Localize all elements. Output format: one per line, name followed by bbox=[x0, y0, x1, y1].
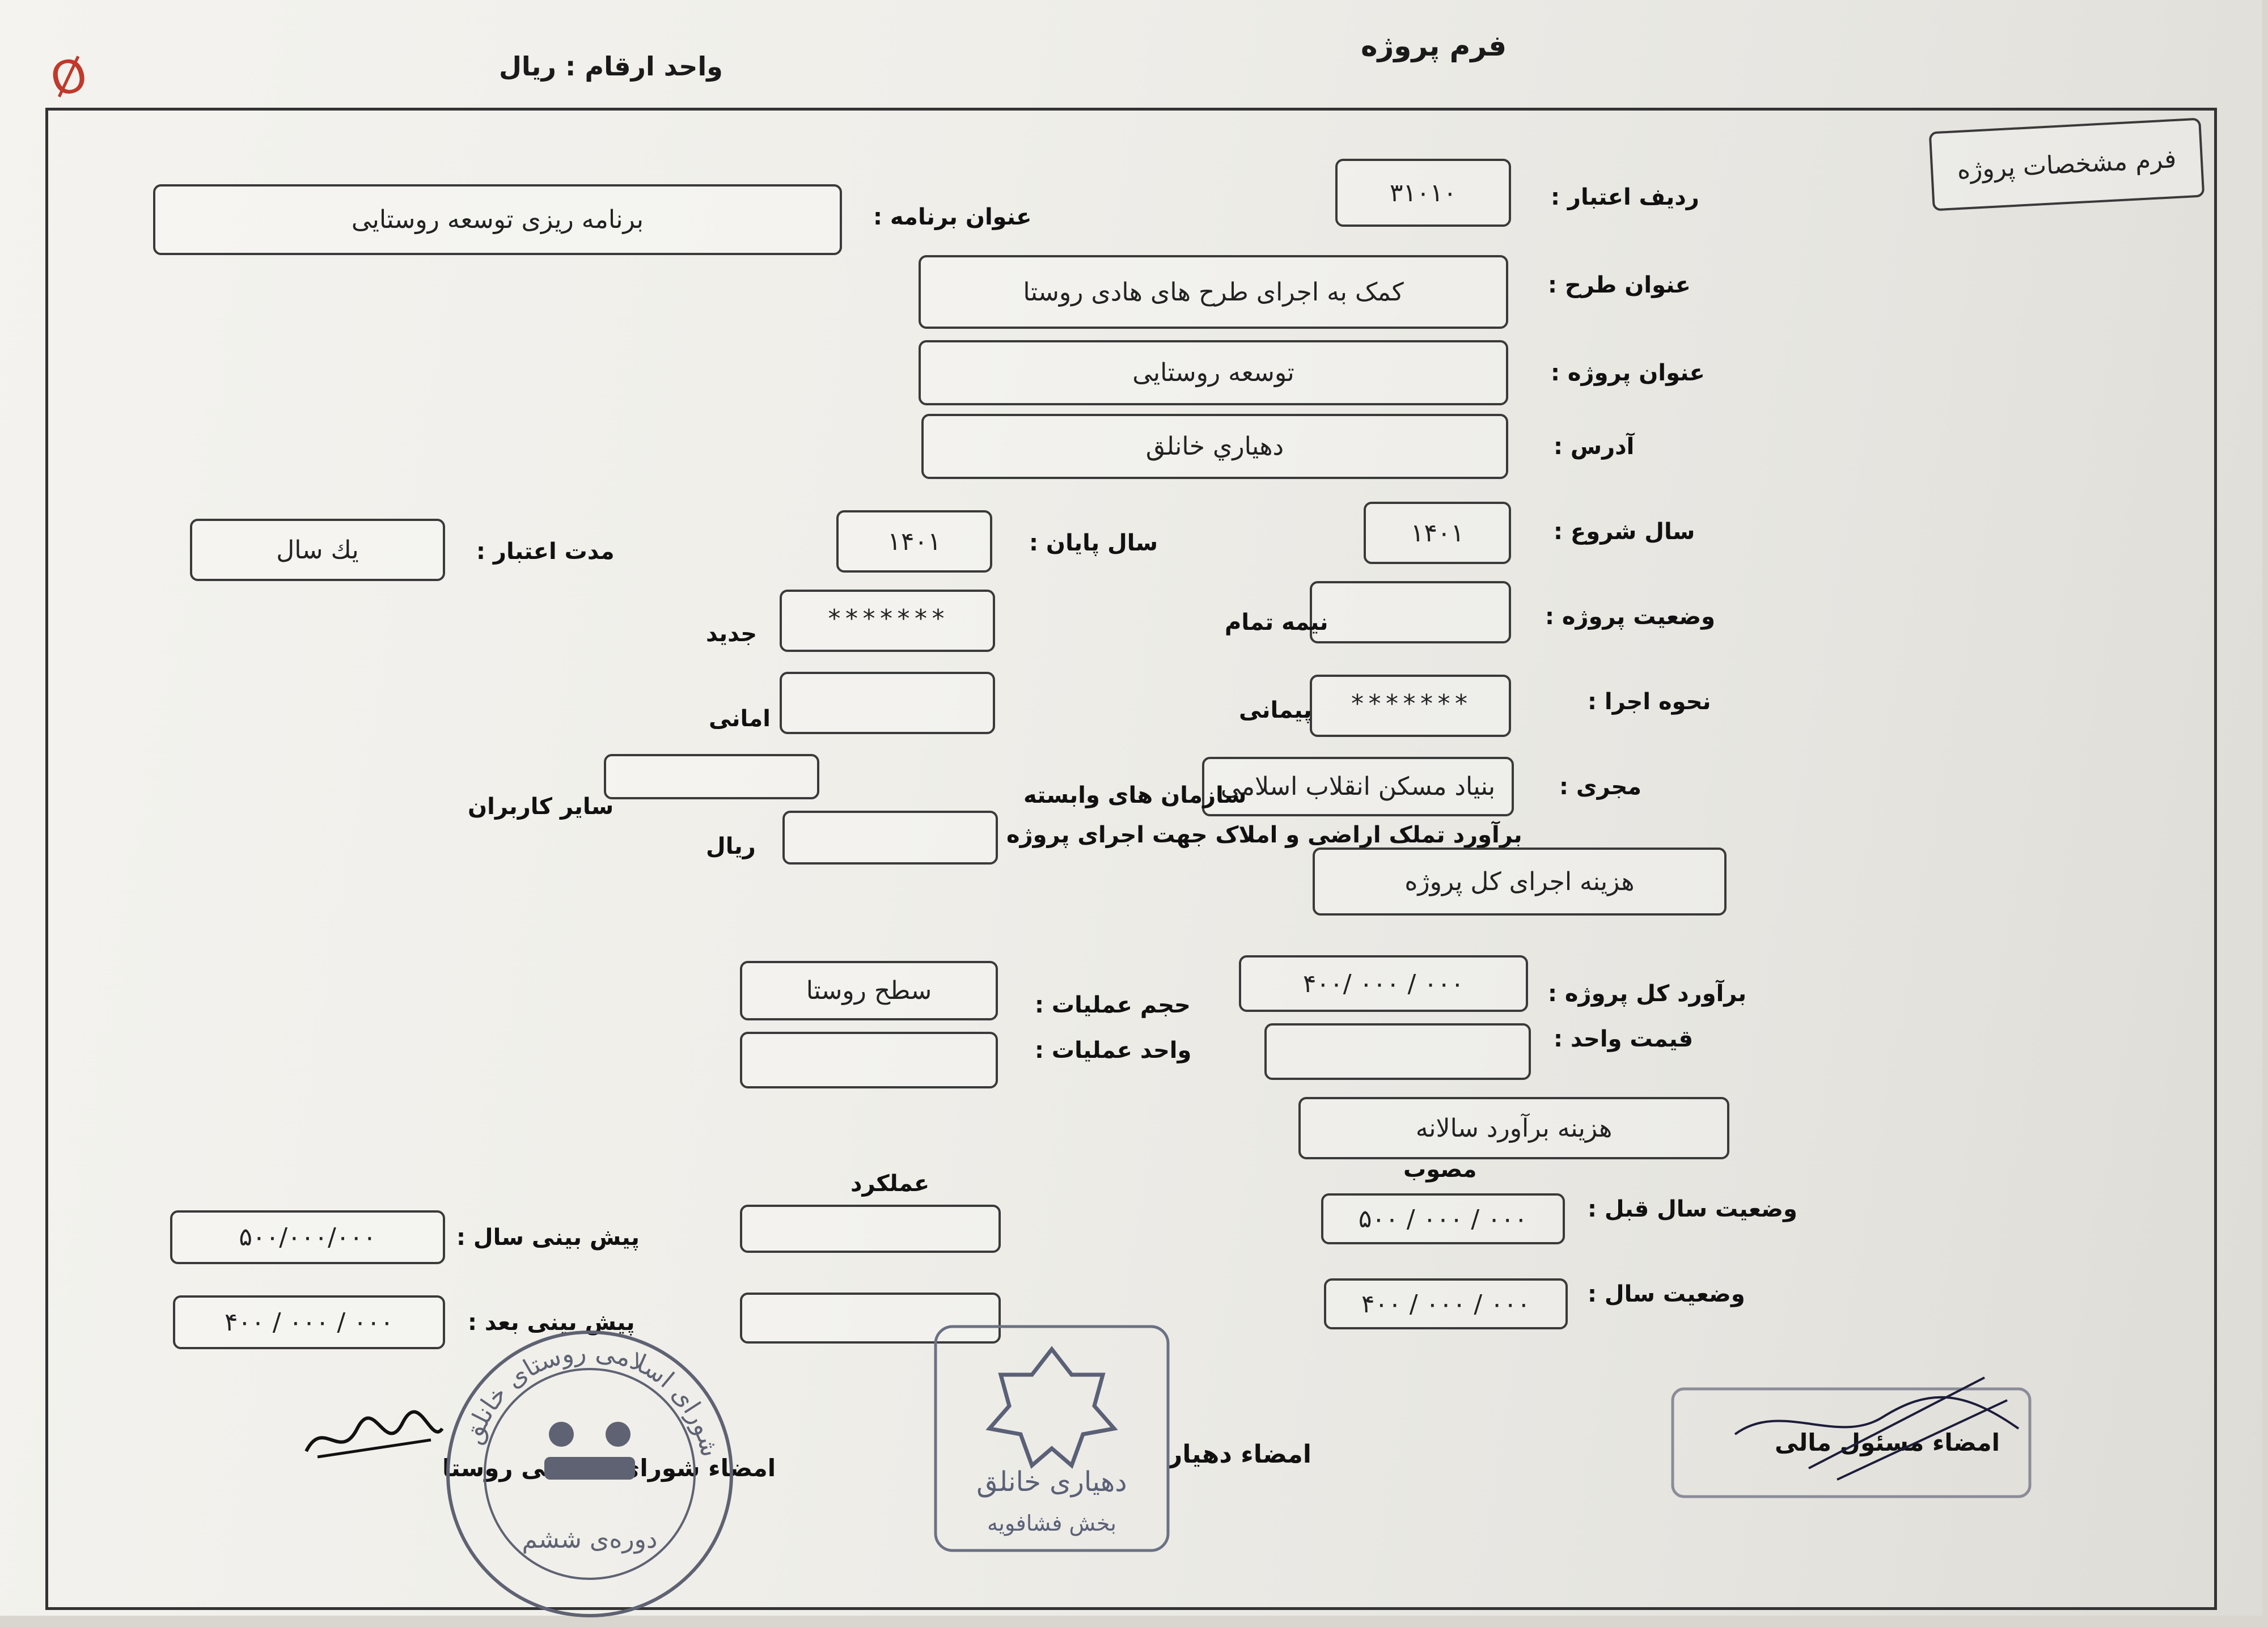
execution-trust-label: امانی bbox=[709, 706, 771, 732]
prev-year-approved-field[interactable]: ۵۰۰ / ۰۰۰ / ۰۰۰ bbox=[1321, 1193, 1565, 1244]
total-estimate-field[interactable]: ۴۰۰/ ۰۰۰ / ۰۰۰ bbox=[1239, 955, 1528, 1012]
end-year-label: سال پایان : bbox=[1029, 530, 1158, 556]
plan-title-field[interactable]: کمک به اجرای طرح های هادی روستا bbox=[919, 255, 1508, 329]
program-title-field[interactable]: برنامه ریزی توسعه روستایی bbox=[153, 184, 842, 255]
other-users-field[interactable] bbox=[604, 754, 819, 799]
program-title-label: عنوان برنامه : bbox=[873, 204, 1032, 230]
forecast-year-label: پیش بینی سال : bbox=[456, 1225, 640, 1251]
op-volume-label: حجم عملیات : bbox=[1035, 992, 1191, 1018]
dehyari-stamp: دهیاری خانلق بخش فشافویه bbox=[934, 1325, 1170, 1552]
op-unit-label: واحد عملیات : bbox=[1035, 1037, 1192, 1064]
rial-label: ریال bbox=[706, 833, 756, 859]
finance-officer-signature-label: امضاء مسئول مالی bbox=[1775, 1429, 2000, 1456]
other-users-label: سایر کاربران bbox=[468, 794, 614, 820]
year-status-approved-field[interactable]: ۴۰۰ / ۰۰۰ / ۰۰۰ bbox=[1324, 1278, 1568, 1329]
dehyar-signature-label: امضاء دهیار bbox=[1168, 1440, 1311, 1469]
plan-title-label: عنوان طرح : bbox=[1548, 272, 1691, 298]
prev-year-status-label: وضعیت سال قبل : bbox=[1588, 1196, 1797, 1222]
execution-contract-label: پیمانی bbox=[1239, 697, 1312, 723]
prev-year-performance-field[interactable] bbox=[740, 1205, 1001, 1253]
executor-label: مجری : bbox=[1559, 774, 1642, 800]
unit-price-label: قیمت واحد : bbox=[1554, 1026, 1694, 1052]
council-member-signature bbox=[304, 1410, 444, 1459]
currency-unit-label: واحد ارقام : ریال bbox=[499, 51, 723, 82]
corner-handwritten-mark: Ø bbox=[45, 47, 93, 108]
form-title: فرم پروژه bbox=[1361, 29, 1507, 62]
execution-method-label: نحوه اجرا : bbox=[1588, 689, 1711, 715]
forecast-year-field[interactable]: ۵۰۰/۰۰۰/۰۰۰ bbox=[170, 1210, 445, 1264]
credit-row-field[interactable]: ۳۱۰۱۰ bbox=[1335, 159, 1511, 227]
land-estimate-field[interactable] bbox=[782, 811, 998, 865]
annual-cost-heading: هزینه برآورد سالانه bbox=[1298, 1097, 1729, 1159]
execution-contract-checkbox[interactable]: ******* bbox=[1310, 675, 1511, 737]
approved-column-label: مصوب bbox=[1403, 1156, 1477, 1183]
project-status-label: وضعیت پروژه : bbox=[1545, 604, 1716, 630]
end-year-field[interactable]: ۱۴۰۱ bbox=[836, 510, 992, 573]
unit-price-field[interactable] bbox=[1264, 1023, 1531, 1080]
total-cost-heading: هزینه اجرای کل پروژه bbox=[1313, 848, 1727, 916]
affiliated-orgs-label: سازمان های وابسته bbox=[1023, 782, 1247, 808]
finance-stamp bbox=[1671, 1376, 2032, 1498]
form-frame bbox=[45, 108, 2217, 1610]
year-status-performance-field[interactable] bbox=[740, 1293, 1001, 1344]
status-half-checkbox[interactable] bbox=[1310, 581, 1511, 643]
council-stamp-ring-text: شورای اسلامی روستای خانلق bbox=[458, 1338, 725, 1460]
dehyari-stamp-name: دهیاری خانلق bbox=[976, 1466, 1127, 1498]
council-stamp-period: دوره‌ی ششم bbox=[522, 1525, 658, 1554]
project-spec-box: فرم مشخصات پروژه bbox=[1928, 117, 2205, 211]
execution-trust-checkbox[interactable] bbox=[780, 672, 995, 734]
council-stamp: شورای اسلامی روستای خانلق دوره‌ی ششم bbox=[446, 1331, 733, 1617]
land-estimate-label: برآورد تملک اراضی و املاک جهت اجرای پروژ… bbox=[1006, 822, 1522, 848]
credit-period-field[interactable]: يك سال bbox=[190, 519, 445, 581]
start-year-label: سال شروع : bbox=[1554, 519, 1695, 545]
address-field[interactable]: دهياري خانلق bbox=[921, 414, 1508, 479]
op-volume-field[interactable]: سطح روستا bbox=[740, 961, 998, 1020]
forecast-next-label: پیش بینی بعد : bbox=[468, 1310, 635, 1336]
credit-row-label: ردیف اعتبار : bbox=[1551, 184, 1699, 210]
project-title-field[interactable]: توسعه روستایی bbox=[919, 340, 1508, 405]
status-new-label: جدید bbox=[706, 621, 758, 647]
start-year-field[interactable]: ۱۴۰۱ bbox=[1364, 502, 1511, 564]
forecast-next-field[interactable]: ۴۰۰ / ۰۰۰ / ۰۰۰ bbox=[173, 1295, 445, 1349]
total-estimate-label: برآورد کل پروژه : bbox=[1548, 981, 1747, 1007]
op-unit-field[interactable] bbox=[740, 1032, 998, 1088]
credit-period-label: مدت اعتبار : bbox=[476, 539, 615, 565]
executor-field[interactable]: بنیاد مسکن انقلاب اسلامی bbox=[1202, 757, 1514, 816]
performance-column-label: عملکرد bbox=[850, 1171, 930, 1197]
status-new-checkbox[interactable]: ******* bbox=[780, 590, 995, 652]
dehyari-stamp-district: بخش فشافویه bbox=[987, 1511, 1116, 1536]
year-status-label: وضعیت سال : bbox=[1588, 1281, 1745, 1307]
status-half-label: نیمه تمام bbox=[1225, 609, 1328, 635]
project-title-label: عنوان پروژه : bbox=[1551, 360, 1705, 386]
address-label: آدرس : bbox=[1554, 434, 1635, 460]
